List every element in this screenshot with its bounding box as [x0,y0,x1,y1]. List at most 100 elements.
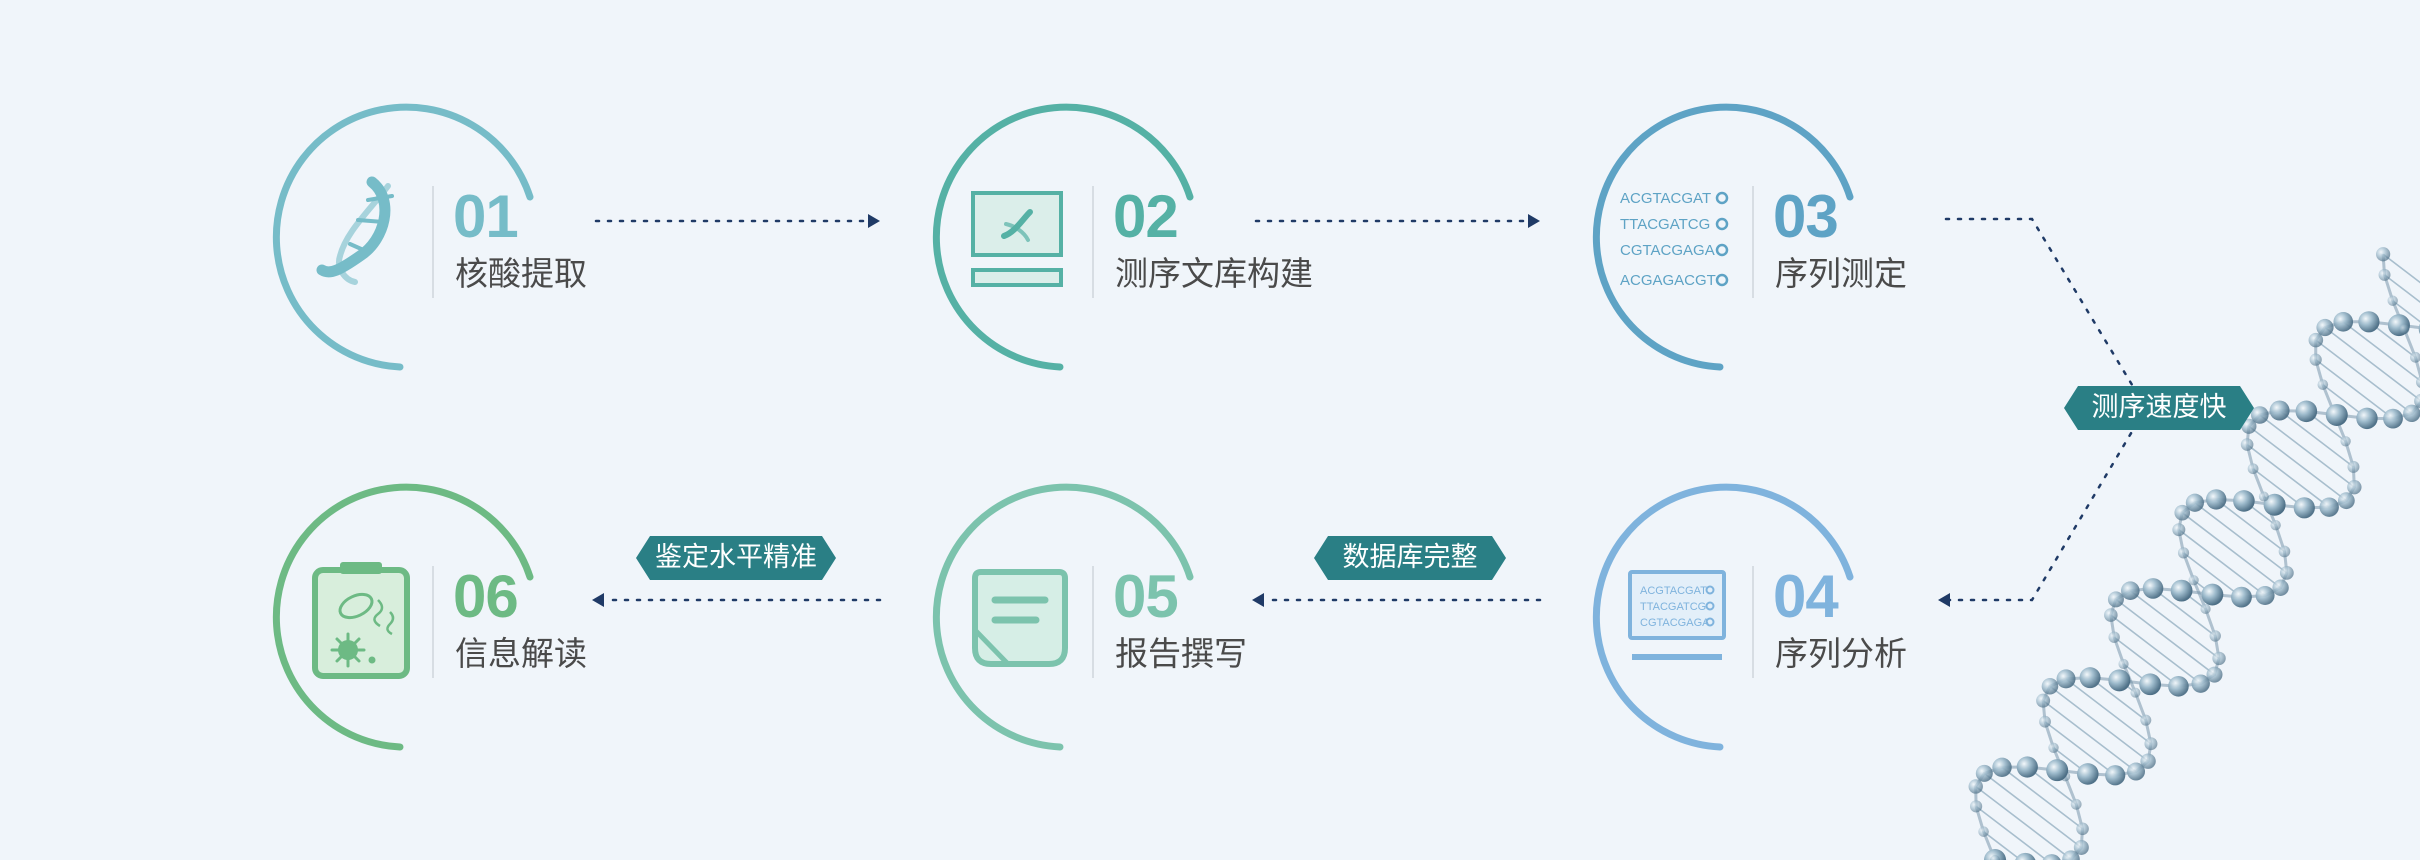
helix-rung [2113,636,2179,687]
helix-bead [2200,603,2211,615]
helix-bead [2172,523,2186,537]
sequence-line: CGTACGAGA [1620,242,1715,259]
helix-bead [2015,852,2036,860]
helix-rung [2065,678,2152,745]
helix-bead [1970,800,1983,813]
tag-database: 数据库完整 [1314,536,1506,580]
screen-sequence-line: CGTACGAGA [1640,617,1710,629]
helix-bead [2070,798,2082,810]
helix-bead [2378,268,2391,281]
helix-rung [2315,358,2394,420]
tag-accuracy: 鉴定水平精准 [636,536,836,580]
helix-bead [2337,492,2355,510]
helix-rung [2049,685,2149,762]
helix-rung [2178,529,2266,597]
helix-bead [2319,497,2339,517]
helix-bead [2376,247,2391,262]
helix-bead [2168,675,2189,697]
helix-rung [2342,321,2420,382]
helix-bead [2048,742,2059,753]
helix-bead [2144,737,2158,751]
arrowhead-3-4 [1938,593,1950,607]
helix-bead [2383,408,2403,429]
helix-bead [2104,608,2118,622]
arrowhead-5-6 [592,593,604,607]
step-1-label: 核酸提取 [455,254,587,293]
helix-rung [2392,300,2420,323]
helix-rung [2252,468,2305,509]
step-4-ring [1592,483,1854,751]
step-3-separator [1752,186,1754,298]
arrowhead-1-2 [868,214,880,228]
sequence-list-icon: ACGTACGAT TTACGATCG CGTACGAGA ACGAGACGT [1620,190,1729,289]
helix-bead [2056,669,2076,689]
helix-bead [2247,463,2259,475]
report-note-icon [972,569,1068,667]
helix-rung [2194,502,2288,574]
step-3-label: 序列测定 [1775,254,1907,293]
helix-bead [2039,715,2051,728]
helix-bead [2356,407,2378,430]
helix-bead [2130,687,2141,698]
helix-bead [2142,578,2164,599]
helix-bead [1992,757,2012,778]
clipboard-microbe-icon [312,562,410,679]
step-6-separator [432,566,434,678]
helix-bead [2139,673,2162,696]
helix-rung [2382,253,2420,284]
helix-bead [2127,762,2146,781]
helix-bead [1968,779,1983,794]
helix-bead [1975,764,1993,782]
helix-bead [2209,630,2221,642]
helix-bead [2079,667,2101,689]
helix-bead [2293,497,2315,519]
helix-bead [2185,493,2204,512]
helix-bead [2309,353,2322,366]
helix-rung [2001,766,2084,830]
sequence-line: ACGAGACGT [1620,272,1716,289]
step-5-label: 报告撰写 [1115,634,1247,673]
helix-bead [2036,693,2051,708]
step-4-separator [1752,566,1754,678]
helix-bead [2233,490,2255,512]
sequence-line: TTACGATCG [1620,216,1710,233]
helix-bead [2263,493,2286,516]
step-5-number: 05 [1113,563,1179,630]
helix-bead [1978,826,1989,837]
helix-rung [1983,772,2082,849]
step-2-separator [1092,186,1094,298]
step-4-number: 04 [1773,563,1839,630]
helix-rung [2248,425,2347,502]
helix-rung [2129,590,2220,660]
helix-bead [2073,839,2089,855]
helix-bead [2206,666,2223,683]
helix-rung [1975,785,2072,860]
helix-bead [2231,586,2252,608]
helix-rung [1975,805,2048,860]
sequence-line: ACGTACGAT [1620,190,1711,207]
helix-bead [2170,579,2193,602]
helix-bead [1984,849,2006,860]
helix-rung [2246,443,2330,508]
helix-bead [2308,332,2324,348]
helix-bead [2121,581,2140,601]
helix-rung [2152,587,2216,637]
helix-bead [2041,677,2059,695]
helix-rung [2315,339,2413,414]
helix-bead [2108,669,2131,692]
helix-backbone [1974,254,2420,860]
helix-bead [2241,418,2257,434]
helix-bead [2188,575,2199,586]
helix-rung [2110,614,2202,685]
helix-bead [2295,400,2318,423]
helix-bead [2076,763,2099,785]
helix-rung [2044,721,2116,776]
helix-bead [2140,753,2156,769]
helix-bead [2105,765,2126,786]
helix-bead [2062,850,2080,860]
helix-bead [2191,674,2210,693]
helix-rung [2279,409,2354,468]
helix-rung [2384,274,2420,303]
dna-icon [316,176,394,285]
